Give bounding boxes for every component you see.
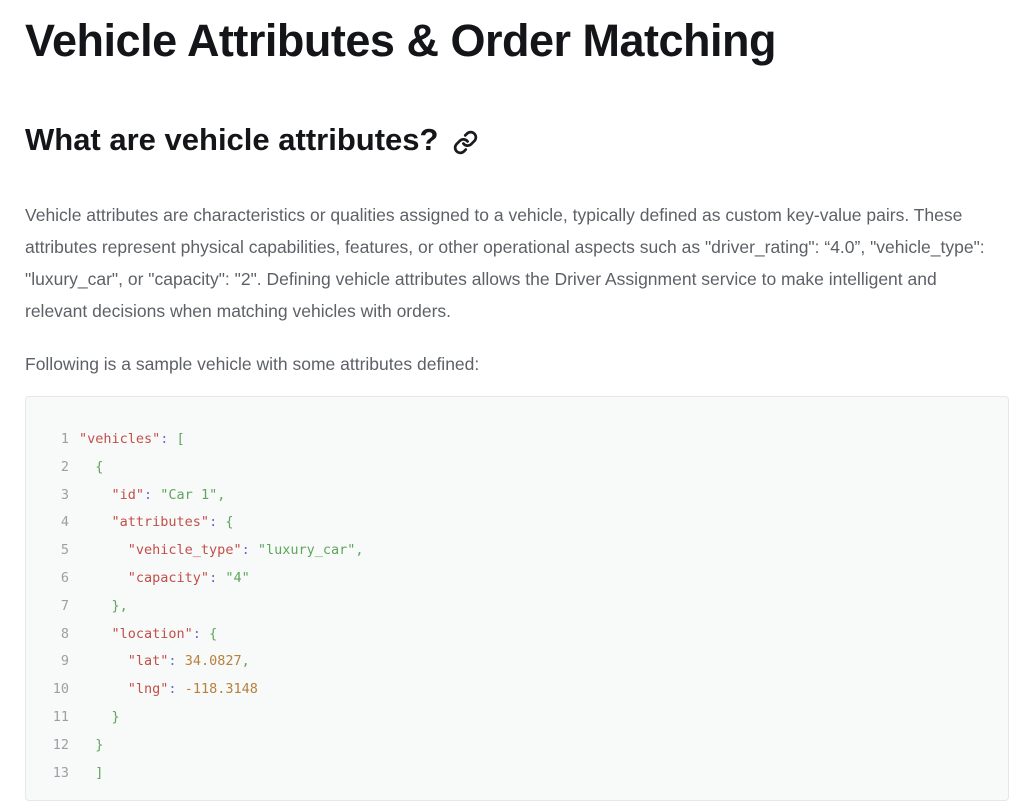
code-line: 7 }, <box>26 593 992 621</box>
code-line-text: "lng": -118.3148 <box>127 681 258 698</box>
code-line-text: { <box>79 458 104 475</box>
code-block: 1"vehicles": [2 {3 "id": "Car 1",4 "attr… <box>25 396 1009 802</box>
code-line: 2 { <box>26 454 992 482</box>
article: Vehicle Attributes & Order Matching What… <box>25 0 1009 802</box>
line-number: 8 <box>60 625 69 642</box>
code-line-text: "location": { <box>111 625 218 642</box>
line-number: 6 <box>60 569 69 586</box>
line-number: 10 <box>52 681 69 698</box>
code-line: 11 } <box>26 704 992 732</box>
line-number: 4 <box>60 514 69 531</box>
line-number: 5 <box>60 542 69 559</box>
code-line: 13 ] <box>26 760 992 788</box>
code-line-text: "id": "Car 1", <box>111 486 226 503</box>
code-line: 3 "id": "Car 1", <box>26 482 992 510</box>
code-line-text: "attributes": { <box>111 514 234 531</box>
code-line-text: } <box>79 708 120 725</box>
line-number: 9 <box>60 653 69 670</box>
code-line: 10 "lng": -118.3148 <box>26 676 992 704</box>
line-number: 7 <box>60 597 69 614</box>
line-number: 3 <box>60 486 69 503</box>
link-icon[interactable] <box>453 130 478 155</box>
code-line-text: "capacity": "4" <box>127 569 250 586</box>
code-line: 8 "location": { <box>26 621 992 649</box>
sample-lead-line: Following is a sample vehicle with some … <box>25 354 480 374</box>
code-line: 12 } <box>26 732 992 760</box>
line-number: 13 <box>52 764 69 781</box>
code-lines: 1"vehicles": [2 {3 "id": "Car 1",4 "attr… <box>26 426 992 787</box>
code-line: 1 "vehicles": [ <box>26 426 992 454</box>
section-heading: What are vehicle attributes? <box>25 122 1009 158</box>
code-line-text: "vehicle_type": "luxury_car", <box>127 542 364 559</box>
section-heading-text: What are vehicle attributes? <box>25 122 439 157</box>
page-title: Vehicle Attributes & Order Matching <box>25 15 776 66</box>
code-line: 5 "vehicle_type": "luxury_car", <box>26 537 992 565</box>
code-line: 6 "capacity": "4" <box>26 565 992 593</box>
code-line-text: "lat": 34.0827, <box>127 653 250 670</box>
code-line-text: } <box>79 736 104 753</box>
code-line: 4 "attributes": { <box>26 509 992 537</box>
code-line-text: ] <box>79 764 104 781</box>
line-number: 12 <box>52 736 69 753</box>
code-line-text: }, <box>79 597 128 614</box>
line-number: 1 <box>60 431 69 447</box>
code-line: 9 "lat": 34.0827, <box>26 648 992 676</box>
intro-paragraph: Vehicle attributes are characteristics o… <box>25 205 985 321</box>
line-number: 11 <box>52 708 69 725</box>
code-line-text: "vehicles": [ <box>79 431 185 447</box>
line-number: 2 <box>60 458 69 475</box>
